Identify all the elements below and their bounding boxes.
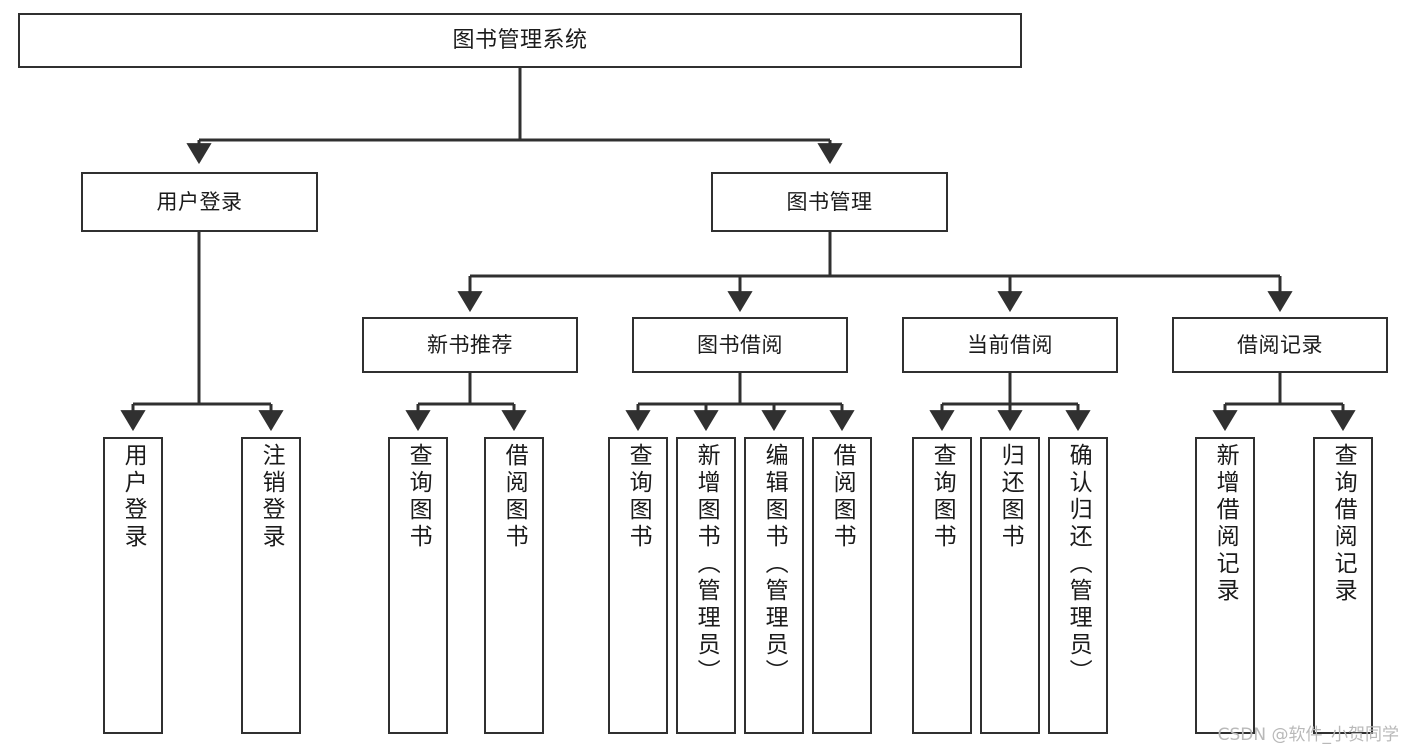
node-label: 新增借阅记录: [1212, 443, 1239, 605]
node-label: 查询图书: [405, 443, 432, 551]
node-root-system[interactable]: 图书管理系统: [18, 13, 1022, 68]
node-label: 图书管理系统: [452, 27, 588, 53]
node-new-book-recommendation[interactable]: 新书推荐: [362, 317, 578, 373]
leaf-add-book-admin[interactable]: 新增图书（管理员）: [676, 437, 736, 734]
leaf-edit-book-admin[interactable]: 编辑图书（管理员）: [744, 437, 804, 734]
node-label: 查询图书: [929, 443, 956, 551]
leaf-add-borrow-record[interactable]: 新增借阅记录: [1195, 437, 1255, 734]
node-label: 注销登录: [258, 443, 285, 551]
leaf-query-books-recommendation[interactable]: 查询图书: [388, 437, 448, 734]
leaf-logout[interactable]: 注销登录: [241, 437, 301, 734]
node-label: 借阅记录: [1237, 332, 1323, 357]
node-label: 图书借阅: [697, 332, 783, 357]
node-label: 归还图书: [997, 443, 1024, 551]
leaf-query-borrow-record[interactable]: 查询借阅记录: [1313, 437, 1373, 734]
node-label: 新书推荐: [427, 332, 513, 357]
node-label: 图书管理: [786, 189, 873, 214]
node-label: 新增图书（管理员）: [693, 443, 720, 686]
node-label: 借阅图书: [501, 443, 528, 551]
watermark: CSDN @软件_小贺同学: [1217, 725, 1399, 745]
node-label: 确认归还（管理员）: [1065, 443, 1092, 686]
leaf-borrow-books-recommendation[interactable]: 借阅图书: [484, 437, 544, 734]
leaf-borrow-books-borrowing[interactable]: 借阅图书: [812, 437, 872, 734]
leaf-user-login[interactable]: 用户登录: [103, 437, 163, 734]
node-label: 当前借阅: [967, 332, 1053, 357]
node-user-login[interactable]: 用户登录: [81, 172, 318, 232]
node-current-borrowing[interactable]: 当前借阅: [902, 317, 1118, 373]
leaf-query-books-current[interactable]: 查询图书: [912, 437, 972, 734]
node-label: 用户登录: [120, 443, 147, 551]
node-book-borrowing[interactable]: 图书借阅: [632, 317, 848, 373]
node-label: 用户登录: [156, 189, 243, 214]
node-label: 查询借阅记录: [1330, 443, 1357, 605]
node-borrowing-records[interactable]: 借阅记录: [1172, 317, 1388, 373]
node-book-management[interactable]: 图书管理: [711, 172, 948, 232]
node-label: 借阅图书: [829, 443, 856, 551]
leaf-return-books[interactable]: 归还图书: [980, 437, 1040, 734]
node-label: 查询图书: [625, 443, 652, 551]
leaf-confirm-return-admin[interactable]: 确认归还（管理员）: [1048, 437, 1108, 734]
node-label: 编辑图书（管理员）: [761, 443, 788, 686]
leaf-query-books-borrowing[interactable]: 查询图书: [608, 437, 668, 734]
